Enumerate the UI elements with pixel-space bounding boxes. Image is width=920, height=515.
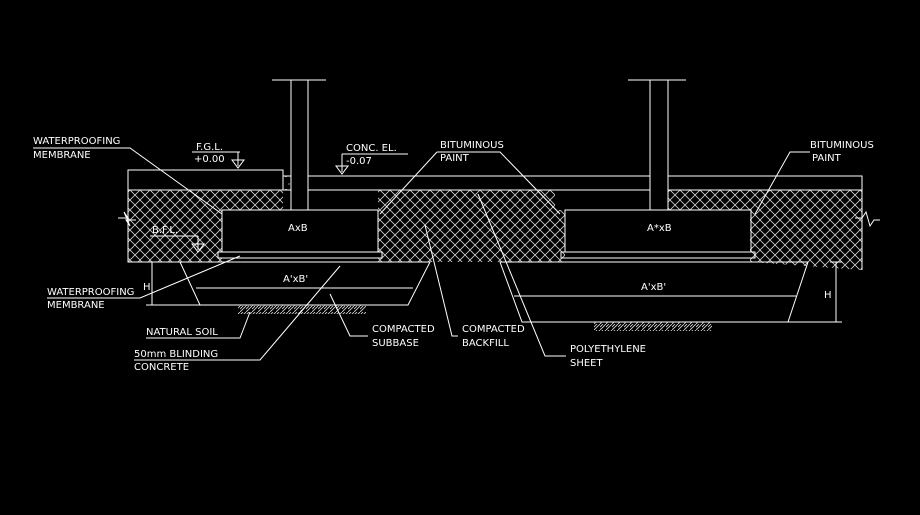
- callout-waterproofing-top: WATERPROOFING MEMBRANE: [33, 136, 223, 215]
- break-lines: [118, 210, 880, 228]
- fgl-value: +0.00: [194, 154, 225, 165]
- waterproofing-low-line1: WATERPROOFING: [47, 287, 134, 298]
- fgl-title: F.G.L.: [196, 142, 223, 153]
- callout-subbase: COMPACTED SUBBASE: [329, 293, 435, 349]
- callout-waterproofing-low: WATERPROOFING MEMBRANE: [47, 255, 241, 311]
- apbp-right-label: A'xB': [641, 282, 666, 293]
- h-dimension-right: H: [788, 261, 842, 323]
- axb-right-label: A*xB: [647, 223, 672, 234]
- blinding-line1: 50mm BLINDING: [134, 349, 218, 360]
- waterproofing-low-line2: MEMBRANE: [47, 300, 105, 311]
- left-footing: [179, 209, 431, 314]
- h-dimension-left: H: [143, 261, 200, 306]
- callout-polyethylene: POLYETHYLENE SHEET: [477, 193, 646, 369]
- callout-bituminous-center: BITUMINOUS PAINT: [379, 140, 561, 215]
- conc-el-marker: CONC. EL. -0.07: [335, 143, 408, 175]
- subbase-line2: SUBBASE: [372, 338, 419, 349]
- apbp-left-label: A'xB': [283, 274, 308, 285]
- subbase-line1: COMPACTED: [372, 324, 435, 335]
- bit-right-line1: BITUMINOUS: [810, 140, 874, 151]
- conc-title: CONC. EL.: [346, 143, 397, 154]
- callout-bituminous-right: BITUMINOUS PAINT: [754, 140, 874, 215]
- callout-natural-soil: NATURAL SOIL: [146, 311, 251, 339]
- h-left-label: H: [143, 282, 151, 293]
- bfl-label: B.F.L.: [152, 225, 178, 236]
- bit-center-line1: BITUMINOUS: [440, 140, 504, 151]
- backfill-line2: BACKFILL: [462, 338, 509, 349]
- poly-line2: SHEET: [570, 358, 604, 369]
- callout-backfill: COMPACTED BACKFILL: [424, 224, 525, 349]
- backfill-line1: COMPACTED: [462, 324, 525, 335]
- bit-right-line2: PAINT: [812, 153, 842, 164]
- natural-soil-label: NATURAL SOIL: [146, 327, 218, 338]
- waterproofing-top-line2: MEMBRANE: [33, 150, 91, 161]
- waterproofing-top-line1: WATERPROOFING: [33, 136, 120, 147]
- axb-left-label: AxB: [288, 223, 308, 234]
- fgl-marker: F.G.L. +0.00: [192, 142, 245, 169]
- blinding-line2: CONCRETE: [134, 362, 189, 373]
- bit-center-line2: PAINT: [440, 153, 470, 164]
- backfill-hatch: [127, 169, 863, 270]
- bfl-marker: B.F.L.: [150, 225, 205, 253]
- poly-line1: POLYETHYLENE: [570, 344, 646, 355]
- callout-blinding: 50mm BLINDING CONCRETE: [134, 265, 341, 373]
- h-right-label: H: [824, 290, 832, 301]
- conc-value: -0.07: [346, 156, 372, 167]
